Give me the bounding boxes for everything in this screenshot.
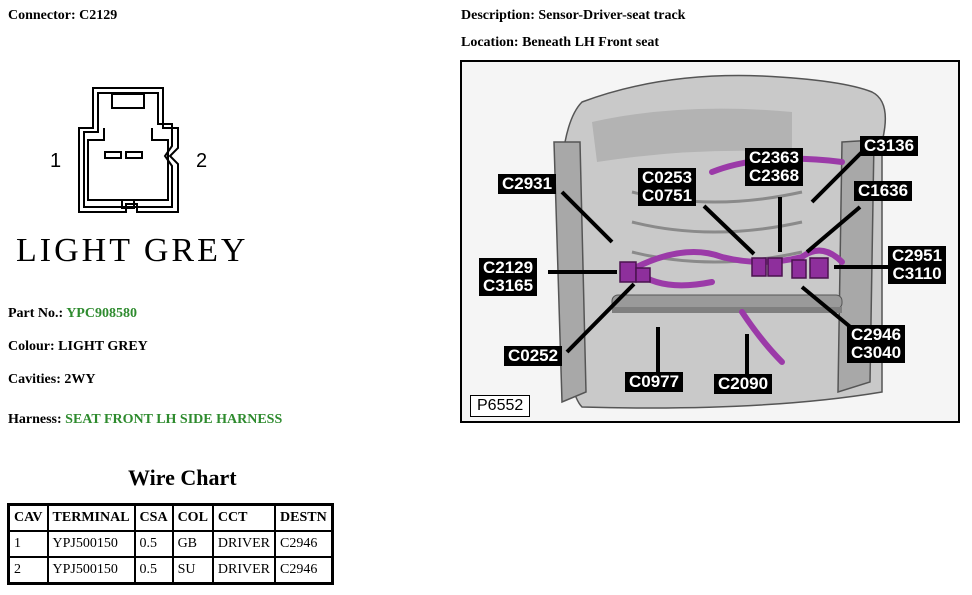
cell-destn: C2946 bbox=[274, 530, 334, 558]
callout-c0977: C0977 bbox=[625, 372, 684, 392]
connector-field: Connector: C2129 bbox=[8, 8, 117, 24]
callout-c2946: C2946 C3040 bbox=[847, 325, 906, 363]
cell-cav: 1 bbox=[7, 530, 49, 558]
cavities-label: Cavities: bbox=[8, 372, 61, 387]
part-number-field: Part No.: YPC908580 bbox=[8, 306, 137, 322]
table-row: 1 YPJ500150 0.5 GB DRIVER C2946 bbox=[7, 530, 334, 558]
cell-destn: C2946 bbox=[274, 556, 334, 585]
harness-field: Harness: SEAT FRONT LH SIDE HARNESS bbox=[8, 412, 282, 428]
cell-col: SU bbox=[171, 556, 214, 585]
callout-c2951: C2951 C3110 bbox=[888, 246, 947, 284]
description-label: Description: bbox=[461, 8, 535, 23]
colour-field: Colour: LIGHT GREY bbox=[8, 339, 148, 355]
cavity-1-label: 1 bbox=[50, 150, 62, 172]
description-field: Description: Sensor-Driver-seat track bbox=[461, 8, 685, 24]
cell-cct: DRIVER bbox=[211, 556, 277, 585]
callout-c3136: C3136 bbox=[860, 136, 919, 156]
col-header: COL bbox=[171, 503, 214, 532]
description-value: Sensor-Driver-seat track bbox=[538, 8, 686, 23]
part-number-label: Part No.: bbox=[8, 306, 64, 321]
connector-face-drawing bbox=[78, 87, 179, 213]
cell-terminal: YPJ500150 bbox=[46, 556, 136, 585]
photo-id-label: P6552 bbox=[470, 395, 531, 417]
connector-label: Connector: bbox=[8, 8, 76, 23]
cell-csa: 0.5 bbox=[133, 530, 174, 558]
cavity-2-label: 2 bbox=[196, 150, 208, 172]
colour-label: Colour: bbox=[8, 339, 55, 354]
cell-csa: 0.5 bbox=[133, 556, 174, 585]
callout-c1636: C1636 bbox=[854, 181, 913, 201]
cell-cct: DRIVER bbox=[211, 530, 277, 558]
location-label: Location: bbox=[461, 35, 519, 50]
cell-cav: 2 bbox=[7, 556, 49, 585]
col-header: CAV bbox=[7, 503, 49, 532]
callout-c0253: C0253 C0751 bbox=[638, 168, 697, 206]
location-field: Location: Beneath LH Front seat bbox=[461, 35, 659, 51]
wire-chart-header-row: CAV TERMINAL CSA COL CCT DESTN bbox=[7, 503, 334, 532]
cell-col: GB bbox=[171, 530, 214, 558]
harness-link[interactable]: SEAT FRONT LH SIDE HARNESS bbox=[65, 412, 283, 427]
callout-c2129: C2129 C3165 bbox=[479, 258, 538, 296]
col-header: CCT bbox=[211, 503, 277, 532]
col-header: DESTN bbox=[274, 503, 334, 532]
part-number-link[interactable]: YPC908580 bbox=[66, 306, 137, 321]
callout-c0252: C0252 bbox=[504, 346, 563, 366]
connector-value: C2129 bbox=[79, 8, 118, 23]
seat-underside-illustration bbox=[548, 74, 894, 409]
wire-chart-table: CAV TERMINAL CSA COL CCT DESTN 1 YPJ5001… bbox=[7, 503, 334, 585]
callout-c2363: C2363 C2368 bbox=[745, 148, 804, 186]
callout-c2090: C2090 bbox=[714, 374, 773, 394]
colour-value: LIGHT GREY bbox=[58, 339, 148, 354]
harness-label: Harness: bbox=[8, 412, 62, 427]
cavities-field: Cavities: 2WY bbox=[8, 372, 96, 388]
location-image: C2931 C0253 C0751 C2363 C2368 C3136 C163… bbox=[460, 60, 960, 423]
callout-c2931: C2931 bbox=[498, 174, 557, 194]
cavities-value: 2WY bbox=[64, 372, 96, 387]
wire-chart-title: Wire Chart bbox=[128, 465, 237, 490]
connector-colour-text: LIGHT GREY bbox=[16, 232, 249, 269]
col-header: CSA bbox=[133, 503, 174, 532]
cell-terminal: YPJ500150 bbox=[46, 530, 136, 558]
location-value: Beneath LH Front seat bbox=[522, 35, 660, 50]
table-row: 2 YPJ500150 0.5 SU DRIVER C2946 bbox=[7, 556, 334, 585]
col-header: TERMINAL bbox=[46, 503, 136, 532]
